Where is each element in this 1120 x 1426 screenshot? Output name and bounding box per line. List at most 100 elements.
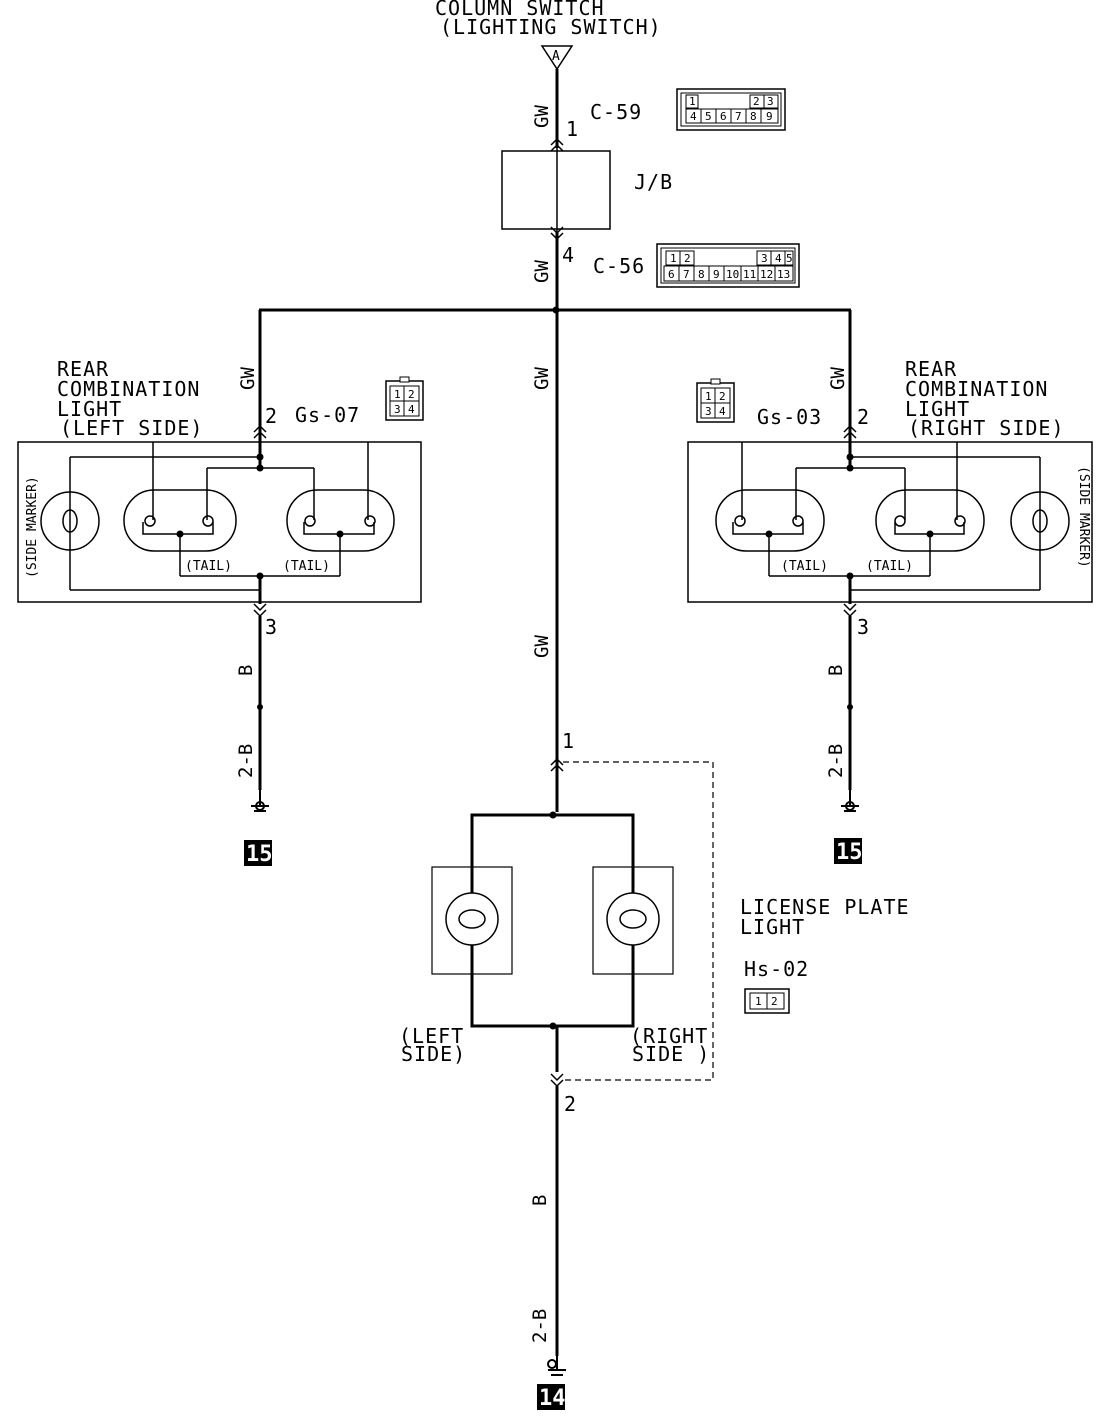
svg-text:1: 1 — [394, 388, 401, 401]
gs07-connector-icon: 1 2 3 4 — [385, 376, 424, 421]
license-title: LICENSE PLATE — [740, 895, 910, 919]
gs03-connector-icon: 1 2 3 4 — [696, 378, 735, 423]
gs03-pin-in: 2 — [857, 405, 869, 429]
svg-text:3: 3 — [394, 403, 401, 416]
svg-text:7: 7 — [683, 268, 690, 281]
license-left-label-2: SIDE) — [401, 1042, 466, 1066]
wire-color-gw: GW — [531, 105, 553, 128]
svg-text:5: 5 — [705, 110, 712, 123]
ground-icon — [841, 790, 859, 812]
svg-text:10: 10 — [726, 268, 739, 281]
column-switch-subtitle: (LIGHTING SWITCH) — [440, 15, 662, 39]
wire-splice — [847, 704, 853, 710]
license-title-2: LIGHT — [740, 915, 805, 939]
rear-right-lamp-assembly — [687, 424, 1093, 618]
rear-right-title-3: LIGHT — [905, 397, 970, 421]
wire-color-b: B — [529, 1195, 551, 1206]
rear-left-title: REAR — [57, 357, 109, 381]
svg-text:2: 2 — [408, 388, 415, 401]
svg-text:9: 9 — [713, 268, 720, 281]
c56-name: C-56 — [593, 254, 645, 278]
svg-text:2: 2 — [753, 95, 760, 108]
main-wire — [550, 69, 564, 812]
rear-right-title: REAR — [905, 357, 957, 381]
c59-name: C-59 — [590, 100, 642, 124]
column-switch-terminal-label: A — [552, 49, 560, 64]
column-switch-terminal: A — [540, 45, 574, 71]
wire-color-gw: GW — [531, 635, 553, 658]
rear-left-tail-2: (TAIL) — [283, 559, 330, 574]
license-right-label-2: SIDE ) — [632, 1042, 710, 1066]
svg-text:1: 1 — [689, 95, 696, 108]
gs03-pin-out: 3 — [857, 615, 869, 639]
rear-right-side-marker: (SIDE MARKER) — [1076, 466, 1091, 568]
svg-text:12: 12 — [760, 268, 773, 281]
svg-text:9: 9 — [766, 110, 773, 123]
gs03-name: Gs-03 — [757, 405, 822, 429]
gs07-pin-in: 2 — [265, 404, 277, 428]
svg-text:4: 4 — [719, 405, 726, 418]
wire-color-gw: GW — [237, 367, 259, 390]
svg-text:14: 14 — [539, 1386, 566, 1411]
rear-left-title-4: (LEFT SIDE) — [60, 416, 203, 440]
svg-text:5: 5 — [786, 252, 793, 265]
rear-left-lamp-assembly — [17, 424, 422, 618]
hs02-pin-out: 2 — [564, 1092, 576, 1116]
svg-text:15: 15 — [246, 842, 273, 867]
junction-block — [501, 150, 611, 230]
c56-pin: 4 — [562, 243, 574, 267]
ground-icon — [547, 1356, 566, 1376]
svg-text:6: 6 — [668, 268, 675, 281]
rear-left-side-marker: (SIDE MARKER) — [25, 476, 40, 578]
svg-text:7: 7 — [735, 110, 742, 123]
gs07-name: Gs-07 — [295, 403, 360, 427]
svg-text:13: 13 — [777, 268, 790, 281]
left-junction-dots — [176, 453, 344, 580]
svg-text:4: 4 — [408, 403, 415, 416]
bulb-icon — [734, 509, 1048, 533]
wire-color-b: B — [825, 665, 847, 676]
svg-text:2: 2 — [771, 995, 778, 1008]
license-junction — [549, 811, 557, 819]
svg-text:3: 3 — [767, 95, 774, 108]
svg-text:1: 1 — [755, 995, 762, 1008]
svg-text:3: 3 — [761, 252, 768, 265]
svg-text:4: 4 — [775, 252, 782, 265]
c59-pin: 1 — [566, 117, 578, 141]
wire-color-gw: GW — [827, 367, 849, 390]
license-right-label: (RIGHT — [630, 1024, 708, 1048]
rear-right-title-4: (RIGHT SIDE) — [908, 416, 1065, 440]
wire-color-b: B — [235, 665, 257, 676]
wire-color-gw: GW — [531, 260, 553, 283]
ground-point-left: 15 — [244, 840, 273, 867]
svg-text:1: 1 — [670, 252, 677, 265]
wire-color-2b: 2-B — [235, 744, 257, 778]
c56-connector-icon: 1 2 3 4 5 6 7 8 9 10 11 12 13 — [656, 243, 800, 288]
rear-left-tail-1: (TAIL) — [185, 559, 232, 574]
wire-color-gw: GW — [531, 367, 553, 390]
rear-right-tail-2: (TAIL) — [866, 559, 913, 574]
gs07-pin-out: 3 — [265, 615, 277, 639]
bus-junction — [552, 306, 560, 314]
wire-color-2b: 2-B — [529, 1309, 551, 1343]
bulb-icon — [62, 509, 376, 533]
svg-text:4: 4 — [690, 110, 697, 123]
hs02-name: Hs-02 — [744, 957, 809, 981]
right-junction-dots — [765, 453, 934, 580]
license-left-label: (LEFT — [399, 1024, 464, 1048]
svg-text:8: 8 — [750, 110, 757, 123]
ground-point-right: 15 — [834, 838, 863, 865]
svg-text:2: 2 — [719, 390, 726, 403]
svg-text:1: 1 — [705, 390, 712, 403]
svg-text:8: 8 — [698, 268, 705, 281]
ground-icon — [251, 790, 269, 812]
bulb-icon — [458, 909, 647, 929]
license-junction — [549, 1022, 557, 1030]
wire-color-2b: 2-B — [825, 744, 847, 778]
svg-text:11: 11 — [743, 268, 756, 281]
hs02-pin-in: 1 — [562, 729, 574, 753]
hs02-connector-icon: 1 2 — [744, 988, 790, 1014]
rear-left-title-3: LIGHT — [57, 397, 122, 421]
rear-right-tail-1: (TAIL) — [781, 559, 828, 574]
